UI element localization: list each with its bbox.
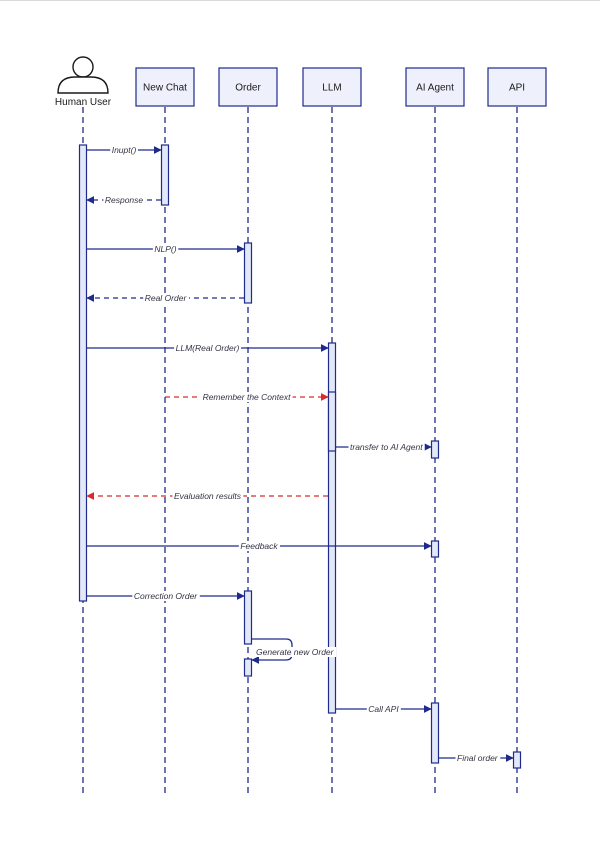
message-label-background xyxy=(103,195,145,205)
message-label: Remember the Context xyxy=(203,392,292,402)
activation-bar-order-7 xyxy=(243,590,253,645)
participant-box-chat: New Chat xyxy=(135,67,195,107)
participant-rect-agent xyxy=(405,67,465,107)
message-label: Generate new Order xyxy=(256,647,335,657)
participant-label-user: Human User xyxy=(55,97,112,108)
person-head xyxy=(72,56,94,78)
message-label: transfer to AI Agent xyxy=(350,442,423,452)
activation-bar-agent-5 xyxy=(430,440,440,459)
lifelines xyxy=(82,107,518,797)
participant-label-chat: New Chat xyxy=(143,83,187,94)
activation-bar-user-0 xyxy=(78,144,88,602)
participant-box-agent: AI Agent xyxy=(405,67,465,107)
message-label-background xyxy=(348,442,425,452)
message-label-background xyxy=(110,145,138,155)
message-label: Correction Order xyxy=(134,591,198,601)
activation-bar-chat-1 xyxy=(160,144,170,206)
message-label-background xyxy=(172,491,244,501)
activation-bar-order-8 xyxy=(243,658,253,677)
participant-rect-order xyxy=(218,67,278,107)
message-label-background xyxy=(152,244,179,254)
activation-bar-agent-9 xyxy=(430,702,440,764)
message-llm-real-order: LLM(Real Order) xyxy=(87,343,329,353)
participant-label-llm: LLM xyxy=(322,83,341,94)
message-label-background xyxy=(254,647,337,657)
activation-bar-llm-4 xyxy=(327,391,337,452)
participant-rect-api xyxy=(487,67,547,107)
participant-label-api: API xyxy=(509,83,525,94)
message-label-background xyxy=(201,392,293,402)
activation-bar-order-2 xyxy=(243,242,253,304)
message-label-background xyxy=(455,753,501,763)
message-real-order: Real Order xyxy=(86,293,244,303)
participant-box-api: API xyxy=(487,67,547,107)
person-body xyxy=(57,76,109,94)
message-response: Response xyxy=(86,195,161,205)
participant-rect-chat xyxy=(135,67,195,107)
message-correction-order: Correction Order xyxy=(87,591,245,601)
message-label: Real Order xyxy=(145,293,188,303)
person-icon xyxy=(57,56,109,94)
actor-user: Human User xyxy=(55,56,112,108)
message-label: NLP() xyxy=(154,244,176,254)
message-label: Response xyxy=(105,195,144,205)
participant-label-order: Order xyxy=(235,83,261,94)
activation-bars xyxy=(78,144,522,769)
activation-bar-agent-6 xyxy=(430,540,440,558)
message-label: Final order xyxy=(457,753,499,763)
participant-rect-llm xyxy=(302,67,362,107)
message-label-background xyxy=(366,704,401,714)
message-label: Call API xyxy=(368,704,399,714)
message-label: LLM(Real Order) xyxy=(176,343,240,353)
message-label-background xyxy=(174,343,242,353)
message-evaluation-results: Evaluation results xyxy=(86,491,328,501)
message-generate-new-order: Generate new Order xyxy=(251,638,337,664)
participant-label-agent: AI Agent xyxy=(416,83,454,94)
activation-bar-llm-3 xyxy=(327,342,337,714)
participant-box-order: Order xyxy=(218,67,278,107)
activation-bar-api-10 xyxy=(512,751,522,769)
message-feedback: Feedback xyxy=(87,541,432,551)
message-label: Inupt() xyxy=(112,145,137,155)
message-label-background xyxy=(132,591,200,601)
message-label: Evaluation results xyxy=(174,491,242,501)
message-remember-the-context: Remember the Context xyxy=(165,392,329,402)
message-nlp: NLP() xyxy=(87,244,245,254)
message-transfer-to-ai-agent: transfer to AI Agent xyxy=(336,442,432,452)
message-final-order: Final order xyxy=(439,753,514,763)
message-label-background xyxy=(238,541,280,551)
participant-box-llm: LLM xyxy=(302,67,362,107)
message-inupt: Inupt() xyxy=(87,145,162,155)
message-call-api: Call API xyxy=(336,704,432,714)
message-label: Feedback xyxy=(240,541,278,551)
message-label-background xyxy=(143,293,189,303)
participant-heads: Human User New Chat Order LLM AI Agent API xyxy=(55,56,547,108)
